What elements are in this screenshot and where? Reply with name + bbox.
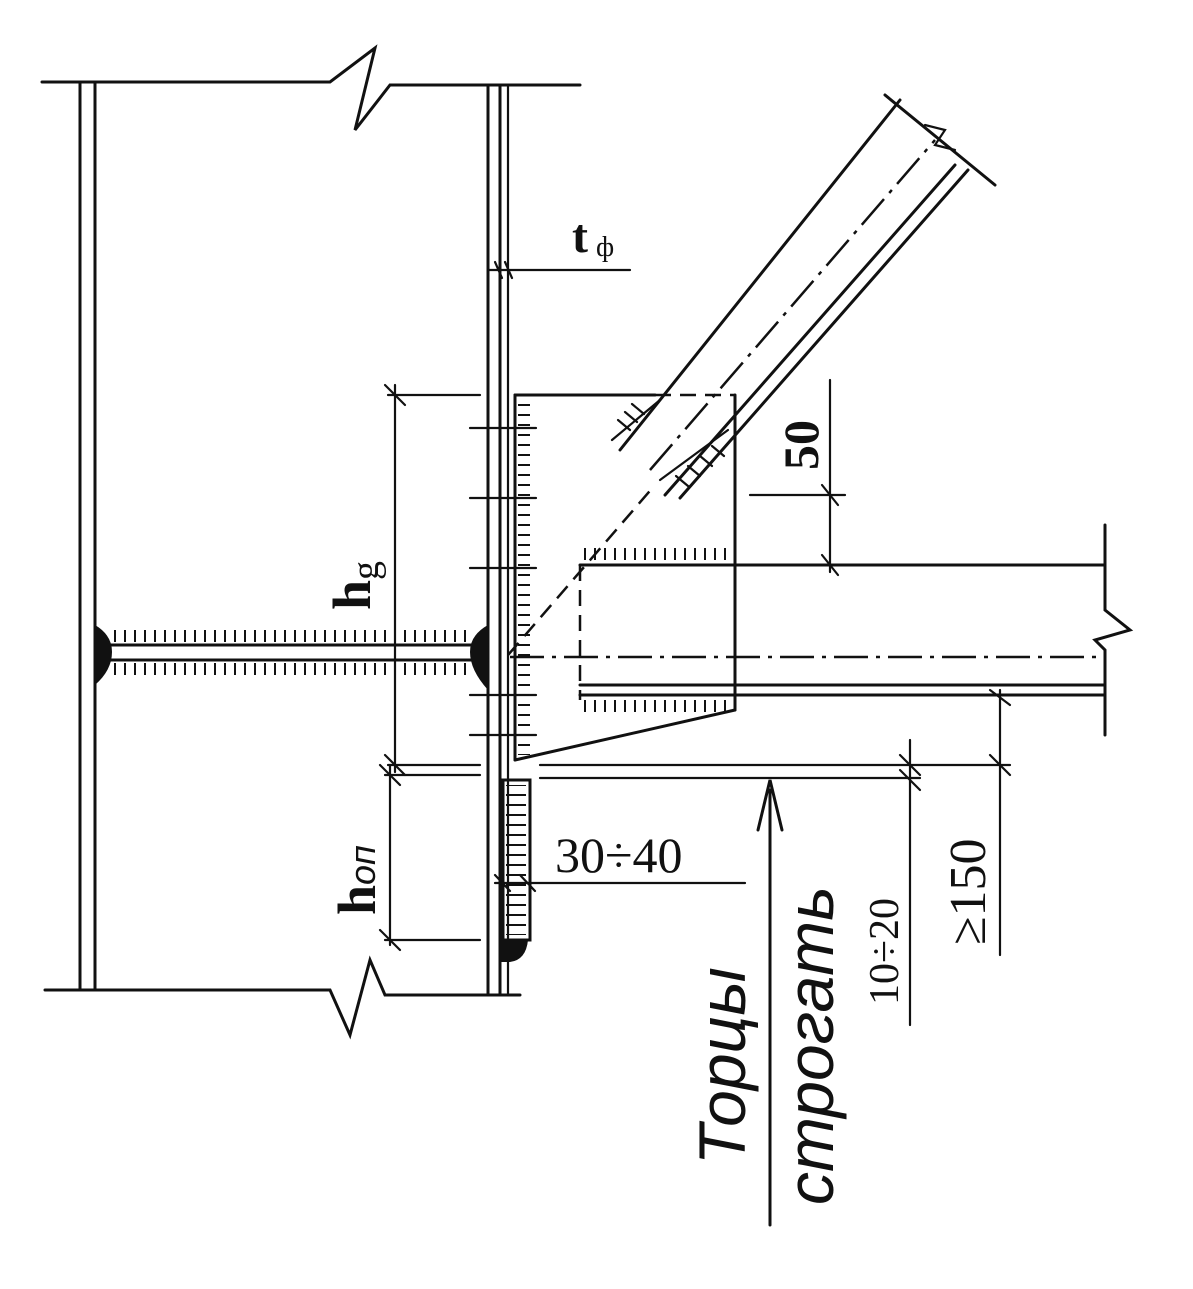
label-30-40: 30÷40: [555, 827, 682, 883]
dim-50: [748, 378, 847, 577]
label-150: ≥150: [940, 838, 997, 945]
note-arrow: [756, 779, 784, 1227]
support-plate: [500, 778, 532, 962]
label-10-20: 10÷20: [862, 898, 908, 1005]
label-hop-sub: оп: [342, 845, 383, 885]
dim-thickness: [486, 260, 632, 280]
label-hg-main: h: [322, 580, 382, 610]
stiffener-rib: [93, 625, 490, 690]
dim-10-20-150: [538, 688, 1012, 1027]
label-50: 50: [773, 420, 829, 470]
diagonal-brace: [507, 93, 997, 656]
gusset-plate: [468, 393, 737, 762]
note-line1: Торцы: [685, 967, 759, 1165]
dim-30-40: [493, 873, 747, 893]
horizontal-member: [510, 523, 1134, 737]
label-t-main: t: [572, 210, 588, 263]
label-t-sub: ф: [596, 232, 614, 263]
label-hg-sub: g: [345, 561, 387, 580]
column: [40, 44, 582, 1040]
note-line2: строгать: [773, 886, 847, 1205]
dim-hg: [383, 383, 482, 777]
dim-hop: [378, 763, 482, 952]
label-hop-main: h: [327, 885, 387, 915]
